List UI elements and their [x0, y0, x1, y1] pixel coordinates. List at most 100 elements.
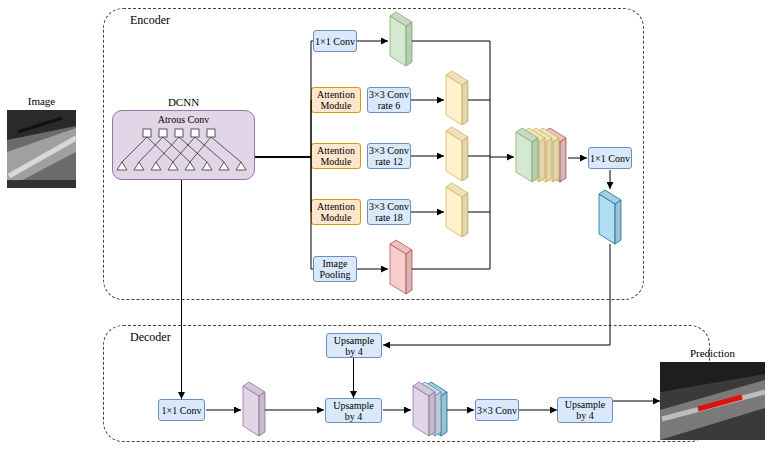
- atrous-link: [163, 137, 190, 162]
- feature-map: [544, 128, 566, 182]
- flow-connector: [353, 358, 354, 398]
- flow-arrow: [383, 244, 610, 345]
- attention-box: Attention Module: [311, 143, 361, 169]
- node-label: Attention Module: [313, 201, 359, 223]
- prediction-photo: [660, 362, 765, 440]
- atrous-triangle: [134, 162, 144, 170]
- layer-box: Image Pooling: [313, 256, 357, 282]
- segmentation-mask: [698, 397, 742, 409]
- atrous-link: [179, 137, 207, 162]
- feature-map: [446, 127, 468, 181]
- layer-box: 3×3 Conv: [475, 399, 519, 421]
- node-label: 1×1 Conv: [162, 405, 202, 416]
- photo-shade: [7, 110, 76, 140]
- photo-surface: [660, 380, 765, 440]
- feature-map: [243, 382, 265, 436]
- node-label: Attention Module: [313, 145, 359, 167]
- merge-wire: [468, 156, 490, 157]
- feature-map: [390, 12, 412, 66]
- atrous-link: [122, 137, 147, 162]
- feature-map: [446, 71, 468, 125]
- atrous-square: [143, 129, 151, 137]
- feature-map: [530, 128, 552, 182]
- atrous-triangle: [117, 162, 127, 170]
- layer-box: 1×1 Conv: [588, 147, 632, 169]
- node-label: Atrous Conv: [113, 114, 254, 125]
- layer-box: 3×3 Conv rate 12: [367, 143, 411, 169]
- flow-connector: [255, 100, 311, 157]
- node-label: DCNN: [83, 96, 284, 108]
- photo-shade: [660, 362, 765, 392]
- merge-wire: [468, 212, 490, 213]
- image-panel: Prediction: [660, 362, 765, 440]
- layer-box: Upsample by 4: [557, 397, 613, 423]
- node-label: 3×3 Conv rate 18: [369, 201, 409, 223]
- feature-map: [390, 240, 412, 294]
- merge-wire: [412, 41, 490, 42]
- node-label: Upsample by 4: [327, 400, 380, 422]
- stage-group: DecoderUpsample by 41×1 ConvUpsample by …: [103, 325, 710, 442]
- flow-connector: [255, 157, 313, 269]
- node-label: Encoder: [130, 13, 170, 28]
- flow-connector: [613, 401, 660, 402]
- flow-connector: [255, 157, 311, 212]
- node-label: Decoder: [130, 330, 171, 345]
- atrous-link: [190, 137, 211, 162]
- atrous-triangle: [202, 162, 212, 170]
- layer-box: 1×1 Conv: [158, 399, 205, 421]
- flow-arrow: [447, 410, 474, 411]
- feature-map: [523, 128, 545, 182]
- attention-box: Attention Module: [311, 199, 361, 225]
- flow-arrow: [265, 410, 324, 411]
- atrous-kernel: [117, 129, 246, 170]
- atrous-link: [211, 137, 241, 162]
- feature-map: [537, 128, 559, 182]
- photo-surface: [7, 128, 76, 188]
- flow-arrow: [357, 269, 388, 270]
- stage-group: EncoderDCNNAtrous Conv1×1 ConvAttention …: [103, 8, 644, 300]
- atrous-triangle: [236, 162, 246, 170]
- atrous-link: [156, 137, 179, 162]
- atrous-triangle: [168, 162, 178, 170]
- layer-box: 1×1 Conv: [313, 30, 357, 52]
- photo-pipe: [662, 392, 765, 419]
- merge-wire: [490, 41, 491, 269]
- photo-pipe: [9, 138, 76, 176]
- input-photo: [7, 110, 76, 188]
- node-label: 3×3 Conv: [477, 405, 517, 416]
- feature-map: [413, 382, 435, 436]
- atrous-link: [173, 137, 195, 162]
- atrous-link: [147, 137, 173, 162]
- atrous-triangle: [185, 162, 195, 170]
- flow-connector: [181, 180, 182, 399]
- node-label: Upsample by 4: [559, 399, 611, 421]
- feature-map: [446, 183, 468, 237]
- image-panel: Image: [7, 110, 76, 188]
- flow-arrow: [411, 100, 444, 101]
- layer-box: Upsample by 4: [325, 398, 382, 423]
- feature-map: [516, 128, 538, 182]
- atrous-triangle: [219, 162, 229, 170]
- merge-wire: [468, 100, 490, 101]
- feature-map: [419, 382, 441, 436]
- feature-map: [599, 190, 621, 244]
- atrous-square: [191, 129, 199, 137]
- attention-box: Attention Module: [311, 87, 361, 113]
- node-label: Image Pooling: [315, 258, 355, 280]
- node-label: 3×3 Conv rate 6: [369, 89, 409, 111]
- atrous-link: [195, 137, 224, 162]
- flow-arrow: [568, 158, 587, 159]
- flow-connector: [519, 410, 557, 411]
- node-label: Attention Module: [313, 89, 359, 111]
- flow-arrow: [383, 410, 411, 411]
- photo-bg: [660, 362, 765, 440]
- flow-arrow: [411, 156, 444, 157]
- atrous-square: [159, 129, 167, 137]
- photo-bg: [7, 110, 76, 188]
- node-label: Upsample by 4: [328, 335, 380, 357]
- layer-box: 3×3 Conv rate 6: [367, 87, 411, 113]
- feature-map: [425, 382, 447, 436]
- backbone-box: DCNNAtrous Conv: [112, 110, 255, 180]
- node-label: 1×1 Conv: [315, 36, 355, 47]
- merge-wire: [412, 269, 490, 270]
